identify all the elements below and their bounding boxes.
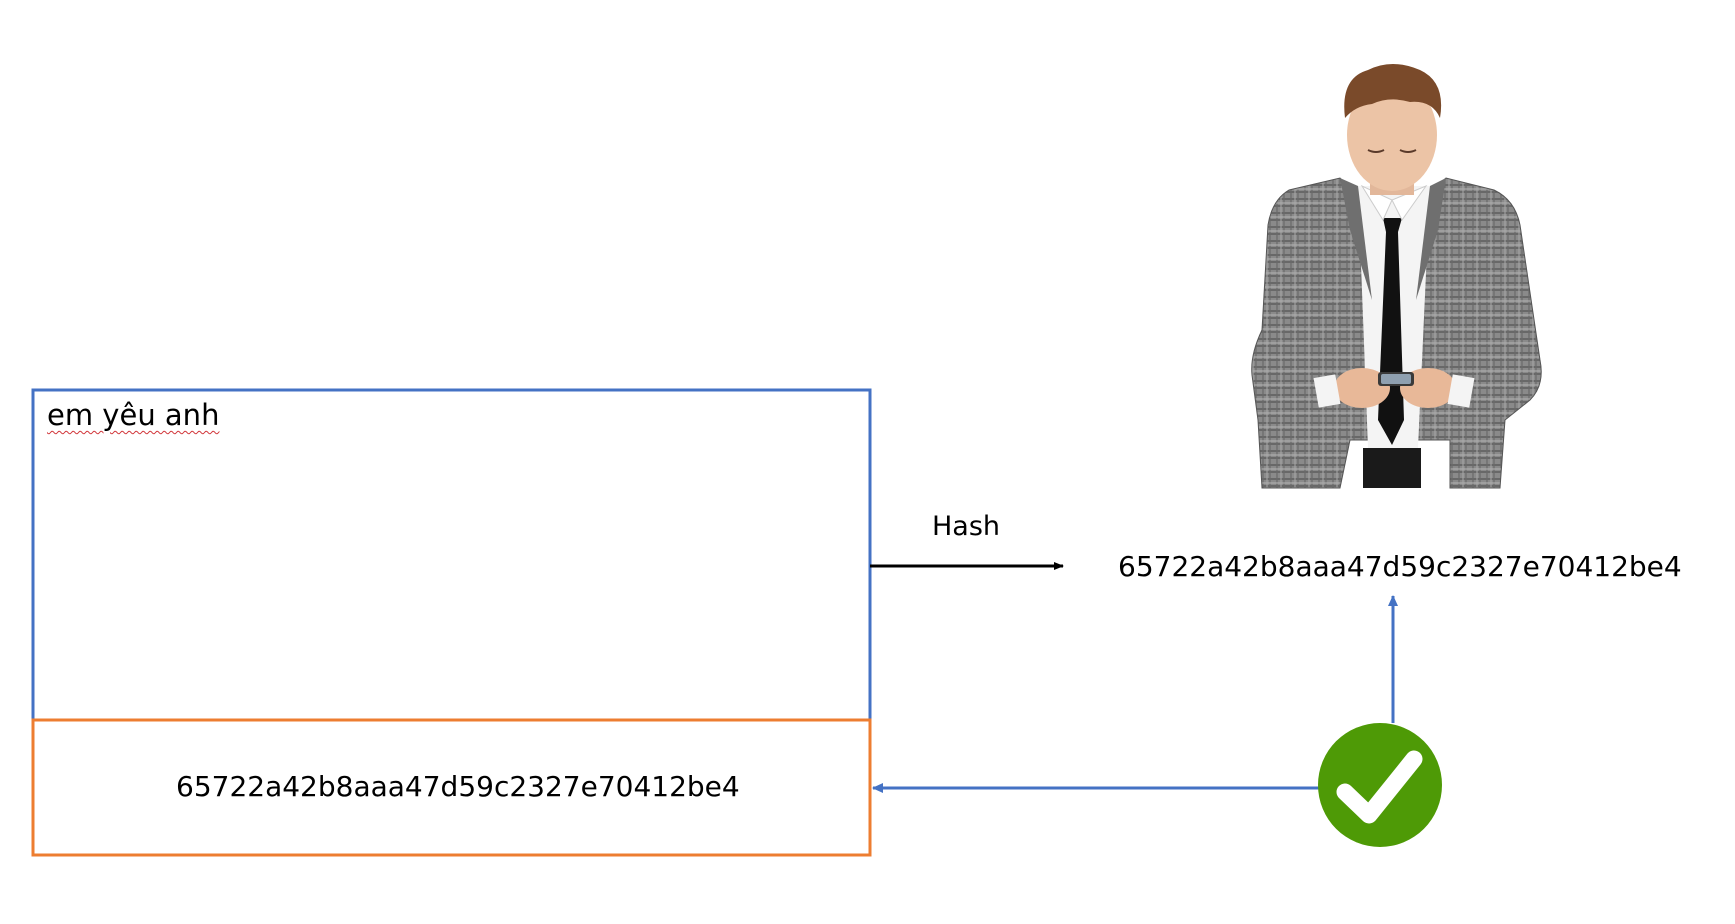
hash-step-label: Hash [932, 511, 1001, 542]
computed-hash-value: 65722a42b8aaa47d59c2327e70412be4 [1118, 550, 1682, 583]
message-box [31, 388, 872, 722]
attached-hash-box [31, 718, 872, 857]
green-checkmark-icon [1318, 723, 1442, 847]
message-text: em yêu anh [47, 398, 220, 432]
attached-hash-value: 65722a42b8aaa47d59c2327e70412be4 [176, 770, 740, 803]
businessman-with-phone-icon [1251, 64, 1542, 489]
